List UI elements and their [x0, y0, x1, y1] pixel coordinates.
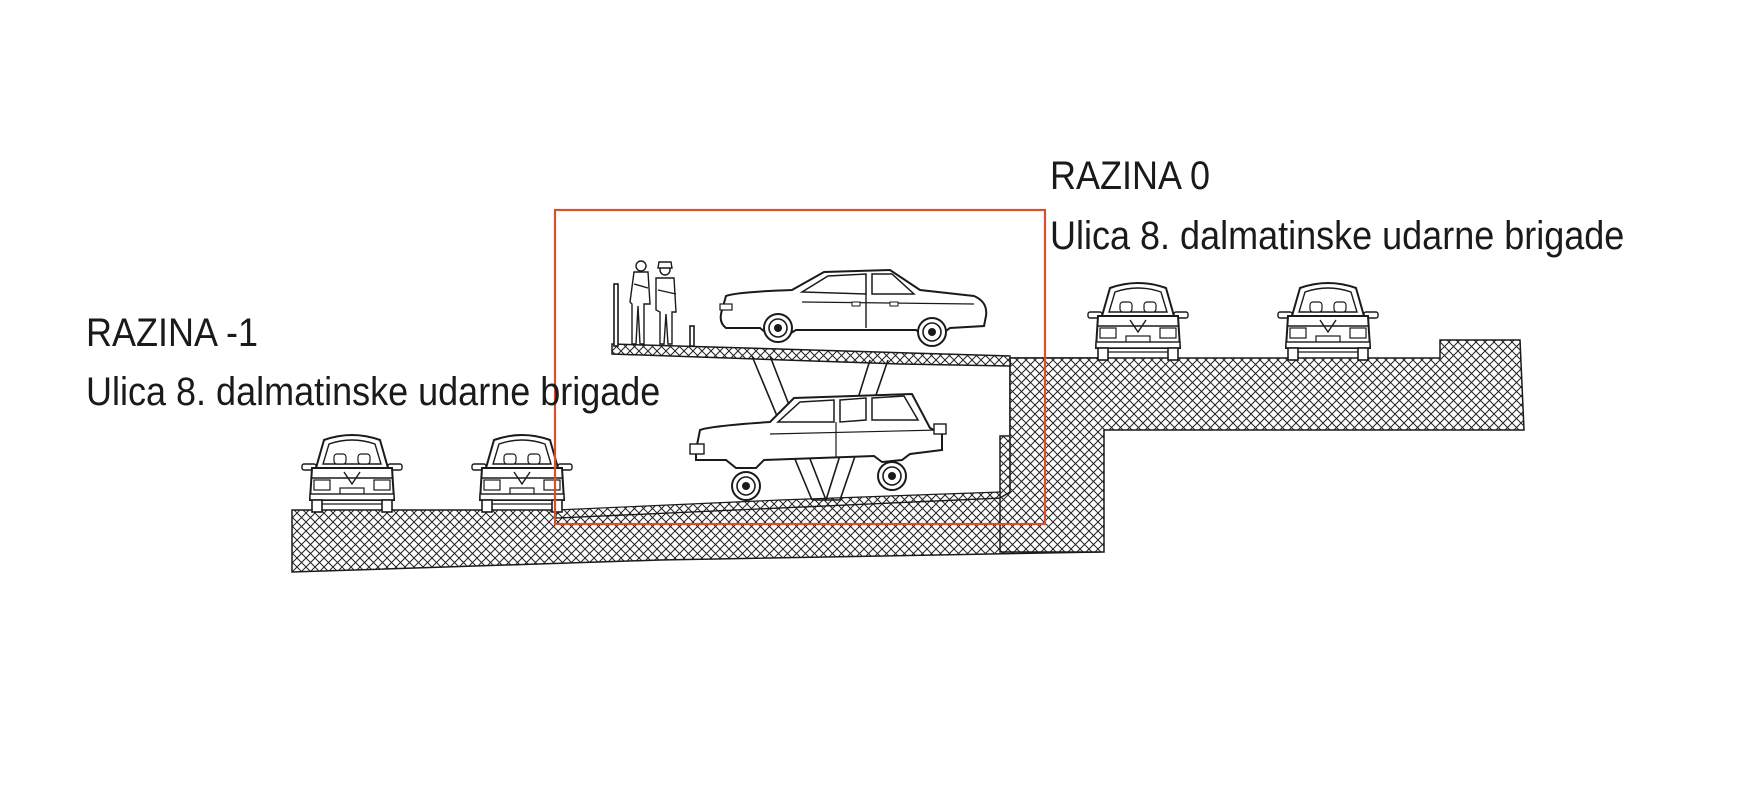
- car-rear-icon: [301, 434, 403, 513]
- sedan-side-icon: [719, 268, 988, 347]
- level-minus1-title: RAZINA -1: [86, 311, 259, 355]
- car-rear-icon: [1087, 282, 1189, 361]
- upper-deck-platform: [611, 343, 1011, 367]
- highlight-frame: [553, 208, 1047, 526]
- upper-street-slab: [999, 339, 1525, 553]
- car-rear-icon: [471, 434, 573, 513]
- person-icon: [655, 261, 677, 345]
- person-icon: [629, 260, 651, 345]
- deck-post: [613, 283, 695, 347]
- level-minus1-street-name: Ulica 8. dalmatinske udarne brigade: [86, 370, 661, 414]
- level-0-street-name: Ulica 8. dalmatinske udarne brigade: [1050, 214, 1625, 258]
- level-0-title: RAZINA 0: [1050, 154, 1211, 198]
- car-rear-icon: [1277, 282, 1379, 361]
- suv-side-icon: [689, 392, 947, 501]
